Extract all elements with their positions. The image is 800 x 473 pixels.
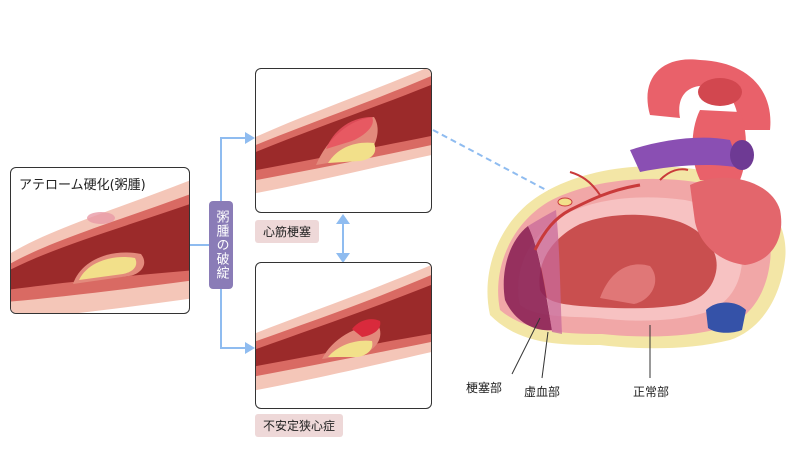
arrowhead-down	[336, 253, 350, 263]
atheroma-title: アテローム硬化(粥腫)	[19, 178, 146, 193]
dashed-pointer-line	[432, 129, 566, 201]
angina-label: 不安定狭心症	[255, 414, 344, 437]
rupture-label: 粥腫の破綻	[209, 201, 233, 289]
ischemic-label: 虚血部	[524, 385, 561, 399]
atheroma-vessel-illustration	[11, 180, 189, 313]
infarction-label: 心筋梗塞	[255, 220, 320, 243]
angina-vessel-illustration	[256, 265, 431, 391]
arrowhead-upper	[245, 132, 255, 144]
atheroma-panel: アテローム硬化(粥腫)	[10, 167, 190, 314]
infarction-panel	[255, 68, 432, 213]
plaque-shape	[328, 340, 373, 357]
infarct-label: 梗塞部	[466, 381, 503, 395]
connector-line-upper	[220, 137, 245, 201]
ischemic-leader-line	[541, 331, 549, 379]
arrowhead-up	[336, 214, 350, 224]
plaque-shape	[79, 257, 137, 280]
plaque-shape	[328, 142, 376, 163]
connector-line-lower	[220, 289, 245, 349]
thrombus-shape	[352, 319, 381, 337]
arrowhead-lower	[245, 342, 255, 354]
angina-panel	[255, 262, 432, 409]
normal-label: 正常部	[633, 385, 670, 399]
infarction-vessel-illustration	[256, 69, 431, 194]
thrombus-shape	[326, 117, 373, 149]
infarct-leader-line	[511, 317, 541, 375]
